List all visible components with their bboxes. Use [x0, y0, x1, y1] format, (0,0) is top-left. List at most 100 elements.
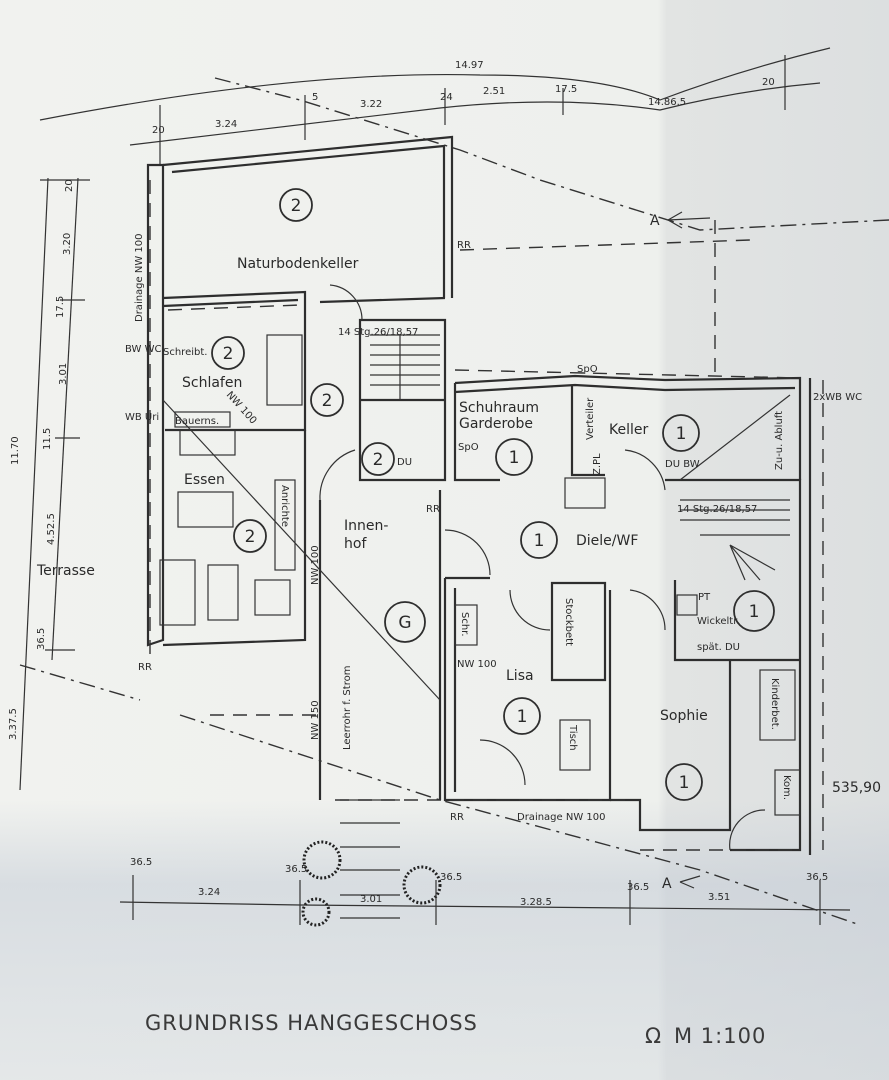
room-number: 2	[373, 450, 384, 470]
dim-label: 17.5	[55, 296, 66, 318]
exterior-steps	[301, 799, 442, 927]
room-number: 2	[291, 196, 302, 216]
room-sophie: Sophie	[660, 708, 708, 724]
rr-note: RR	[457, 240, 471, 251]
dim-label: 36.5	[36, 628, 47, 650]
dim-label: 3.28.5	[520, 897, 552, 908]
rr-note: RR	[138, 662, 152, 673]
elevation-label: 535,90	[832, 780, 881, 796]
rr-note: RR	[426, 504, 440, 515]
left-dimensions: 20 3.20 17.5 3.01 11.5 4.52.5 36.5 11.70…	[8, 177, 90, 791]
fixture-note: Zu-u. Abluft	[774, 411, 785, 470]
drainage-note: Drainage NW 100	[134, 234, 145, 323]
fixture-note: spät. DU	[697, 642, 740, 653]
room-diele: Diele/WF	[576, 533, 638, 549]
dim-label: 24	[440, 92, 453, 103]
dim-label: 36.5	[440, 872, 462, 883]
pipe-note: NW 100	[457, 659, 497, 670]
door-swings	[319, 284, 766, 851]
fixture-note: Verteiler	[585, 397, 596, 440]
shrub-icon	[301, 897, 331, 927]
room-schuhraum: Schuhraum	[459, 400, 539, 416]
section-marker-a: A	[662, 876, 672, 892]
area-terrasse: Terrasse	[36, 563, 95, 579]
dim-label: 3.51	[708, 892, 730, 903]
conduit-note: Leerrohr f. Strom	[342, 666, 353, 750]
room-lisa: Lisa	[506, 668, 534, 684]
fixture-note: WB Uri	[125, 412, 159, 423]
room-number: 2	[245, 527, 256, 547]
dim-label: 3.01	[58, 363, 69, 385]
furniture	[159, 334, 801, 816]
room-number: 2	[322, 391, 333, 411]
shrub-icon	[302, 840, 342, 880]
drawing-scale: M 1:100	[674, 1024, 766, 1048]
furniture-note: Anrichte	[279, 485, 290, 527]
furniture-note: Schr.	[459, 612, 470, 637]
dim-label: 3.37.5	[8, 708, 19, 740]
section-arrow-icon	[679, 875, 701, 889]
furniture-note: Tisch	[567, 724, 578, 751]
room-keller: Keller	[609, 422, 648, 438]
furniture-note: Kinderbet.	[769, 678, 780, 730]
north-symbol: Ω	[645, 1024, 662, 1048]
furniture-note: Bauerns.	[175, 416, 219, 427]
room-number: 1	[534, 531, 545, 551]
fixture-note: 2xWB WC	[813, 392, 862, 403]
dim-label: 5	[312, 92, 318, 103]
dim-label: 36.5	[806, 872, 828, 883]
dim-label: 2.51	[483, 86, 505, 97]
dim-label: 4.52.5	[46, 513, 57, 545]
room-number: 1	[517, 707, 528, 727]
shrub-icon	[402, 865, 442, 905]
stairs-note: 14 Stg.26/18,57	[677, 504, 757, 515]
fixture-note: Wickeltr.	[697, 616, 740, 627]
room-number: 1	[509, 448, 520, 468]
fixture-note: PT	[698, 592, 711, 603]
dim-label: 3.24	[198, 887, 220, 898]
room-essen: Essen	[184, 472, 225, 488]
room-innenhof-2: hof	[344, 536, 367, 552]
paper-shadow	[0, 800, 889, 1080]
furniture-note: Stockbett	[563, 598, 574, 646]
fixture-note: DU BW	[665, 459, 700, 470]
dim-label: 11.5	[42, 428, 53, 450]
dim-total-top: 14.97	[455, 60, 484, 71]
room-schlafen: Schlafen	[182, 375, 242, 391]
room-labels: Naturbodenkeller 2 Schlafen 2 Essen 2 In…	[36, 188, 775, 801]
dim-label: 20	[762, 77, 775, 88]
section-marker-a: A	[650, 213, 660, 229]
dim-label: 36.5	[130, 857, 152, 868]
stairs-note: 14 Stg.26/18,57	[338, 327, 418, 338]
fixture-note: SpO	[458, 442, 479, 453]
fixture-note: SpO	[577, 364, 598, 375]
title-block: GRUNDRISS HANGGESCHOSS Ω M 1:100	[145, 1011, 766, 1048]
bottom-dimensions: 36.5 3.24 36.5 3.01 36.5 3.28.5 36.5 3.5…	[119, 857, 851, 925]
room-number: 1	[676, 424, 687, 444]
room-number: G	[398, 613, 411, 633]
dim-label: 3.24	[215, 119, 237, 130]
annotations: 14 Stg.26/18,57 14 Stg.26/18,57 RR RR RR…	[125, 211, 881, 892]
stairs	[370, 334, 790, 581]
dim-label: 17.5	[555, 84, 577, 95]
room-garderobe: Garderobe	[459, 416, 533, 432]
dim-label: 36.5	[285, 864, 307, 875]
fixture-note: DU	[397, 457, 412, 468]
furniture-note: Kom.	[781, 775, 792, 800]
dim-label: 36.5	[627, 882, 649, 893]
section-arrow-icon	[667, 211, 711, 229]
dim-label: 20	[152, 125, 165, 136]
top-dimensions: 14.97 3.24 3.22 2.51 17.5 14.86.5 20 20 …	[39, 47, 889, 231]
dim-label: 3.01	[360, 894, 382, 905]
pipe-note: NW 150	[310, 700, 321, 740]
pipe-note: NW 100	[310, 545, 321, 585]
room-number: 2	[223, 344, 234, 364]
walls	[146, 135, 812, 855]
fixture-note: Z.PL	[592, 453, 603, 475]
dim-label: 14.86.5	[648, 97, 686, 108]
drawing-title: GRUNDRISS HANGGESCHOSS	[145, 1011, 478, 1035]
room-naturbodenkeller: Naturbodenkeller	[237, 256, 359, 272]
furniture-note: Schreibt.	[163, 347, 207, 358]
rr-note: RR	[450, 812, 464, 823]
